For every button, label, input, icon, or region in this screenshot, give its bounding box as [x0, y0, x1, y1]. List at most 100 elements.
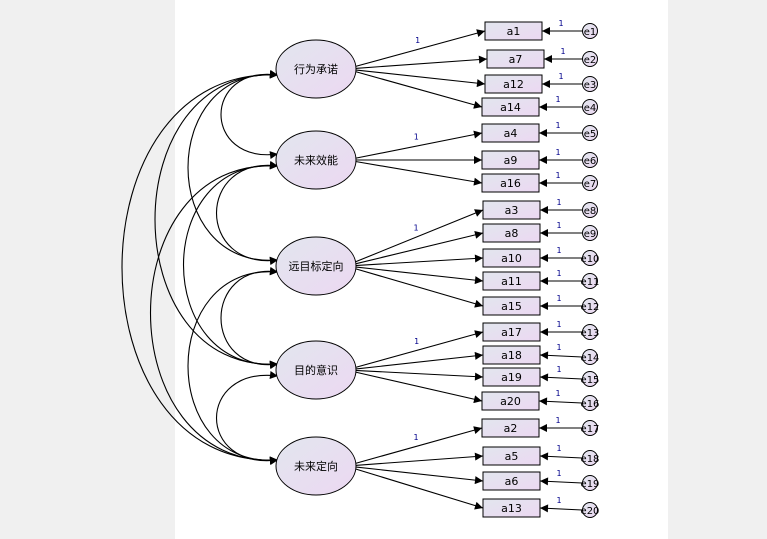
covariance-arrow: [154, 70, 279, 369]
error-circle: [582, 76, 598, 92]
error-circle: [582, 175, 598, 191]
observed-label: a3: [505, 204, 519, 217]
factor-loading-arrow: [355, 452, 484, 466]
observed-box: [481, 97, 540, 117]
factor-loading-arrow: [354, 29, 486, 68]
factor-loading-arrow: [354, 266, 484, 285]
error-label: e9: [584, 229, 597, 240]
error-circle: [582, 202, 598, 218]
error-fixed-label: 1: [556, 365, 561, 374]
error-term: e1: [582, 23, 598, 39]
factor-loading-arrow: [354, 69, 486, 88]
error-fixed-label: 1: [555, 416, 560, 425]
observed-label: a7: [509, 53, 523, 66]
error-label: e11: [581, 277, 600, 288]
fixed-loading-label: 1: [414, 133, 419, 142]
observed-box: [482, 200, 541, 220]
observed-variable: a13: [482, 498, 541, 518]
observed-box: [481, 150, 540, 170]
error-path-arrow: [538, 397, 583, 406]
observed-variable: a14: [481, 97, 540, 117]
error-circle: [582, 349, 598, 365]
error-fixed-label: 1: [556, 269, 561, 278]
error-label: e8: [584, 206, 597, 217]
error-term: e5: [582, 125, 598, 141]
error-circle: [582, 324, 598, 340]
latent-label: 未来效能: [294, 153, 338, 167]
observed-box: [482, 248, 541, 268]
observed-variable: a20: [481, 391, 540, 411]
observed-label: a10: [501, 252, 522, 265]
error-circle: [582, 420, 598, 436]
observed-label: a4: [504, 127, 518, 140]
error-label: e15: [581, 375, 600, 386]
error-circle: [582, 125, 598, 141]
error-circle: [582, 395, 598, 411]
observed-box: [484, 21, 543, 41]
error-label: e4: [584, 103, 597, 114]
fixed-loading-label: 1: [414, 223, 419, 232]
error-fixed-label: 1: [556, 469, 561, 478]
error-path-arrow: [539, 373, 583, 382]
error-fixed-label: 1: [556, 320, 561, 329]
covariance-arrow: [220, 267, 279, 369]
factor-loading-arrow: [355, 369, 484, 381]
error-fixed-label: 1: [556, 444, 561, 453]
latent-ellipse: [275, 236, 357, 296]
error-fixed-label: 1: [556, 221, 561, 230]
error-label: e6: [584, 156, 597, 167]
observed-label: a13: [501, 502, 522, 515]
error-circle: [582, 51, 598, 67]
error-fixed-label: 1: [556, 246, 561, 255]
observed-variable: a18: [482, 345, 541, 365]
covariance-arrow: [187, 70, 279, 265]
error-term: e12: [581, 298, 600, 314]
observed-variable: a4: [481, 123, 540, 143]
error-circle: [582, 273, 598, 289]
observed-variable: a19: [482, 367, 541, 387]
error-fixed-label: 1: [555, 171, 560, 180]
latent-ellipse: [275, 340, 357, 400]
observed-variable: a8: [482, 223, 541, 243]
error-fixed-label: 1: [555, 148, 560, 157]
error-term: e20: [581, 502, 600, 518]
factor-loading-arrow: [354, 466, 484, 485]
latent-ellipse: [275, 39, 357, 99]
error-fixed-label: 1: [556, 294, 561, 303]
error-term: e16: [581, 395, 599, 411]
error-circle: [582, 225, 598, 241]
error-label: e12: [581, 302, 600, 313]
error-label: e20: [581, 506, 600, 517]
observed-label: a2: [504, 422, 518, 435]
observed-box: [481, 123, 540, 143]
error-term: e14: [581, 349, 599, 365]
observed-box: [482, 498, 541, 518]
error-path-arrow: [539, 477, 583, 486]
covariance-arrow: [187, 267, 279, 465]
error-label: e7: [584, 179, 597, 190]
covariance-arrow: [220, 70, 279, 159]
observed-variable: a5: [482, 446, 541, 466]
factor-loading-arrow: [354, 351, 484, 370]
fixed-loading-label: 1: [414, 337, 419, 346]
error-fixed-label: 1: [558, 72, 563, 81]
observed-variable: a1: [484, 21, 543, 41]
observed-box: [482, 296, 541, 316]
error-path-arrow: [539, 452, 583, 461]
observed-label: a12: [503, 78, 524, 91]
factor-loading-arrow: [353, 267, 484, 308]
observed-variable: a7: [486, 49, 545, 69]
latent-ellipse: [275, 436, 357, 496]
observed-variable: a3: [482, 200, 541, 220]
fixed-loading-label: 1: [414, 433, 419, 442]
error-label: e17: [581, 424, 600, 435]
observed-label: a1: [507, 25, 521, 38]
error-label: e5: [584, 129, 597, 140]
covariance-arrow: [149, 161, 279, 465]
factor-loading-arrow: [354, 130, 483, 159]
error-fixed-label: 1: [555, 389, 560, 398]
error-fixed-label: 1: [556, 496, 561, 505]
covariance-arrow: [216, 371, 279, 465]
latent-label: 行为承诺: [294, 63, 338, 76]
factor-loading-arrow: [355, 254, 484, 267]
